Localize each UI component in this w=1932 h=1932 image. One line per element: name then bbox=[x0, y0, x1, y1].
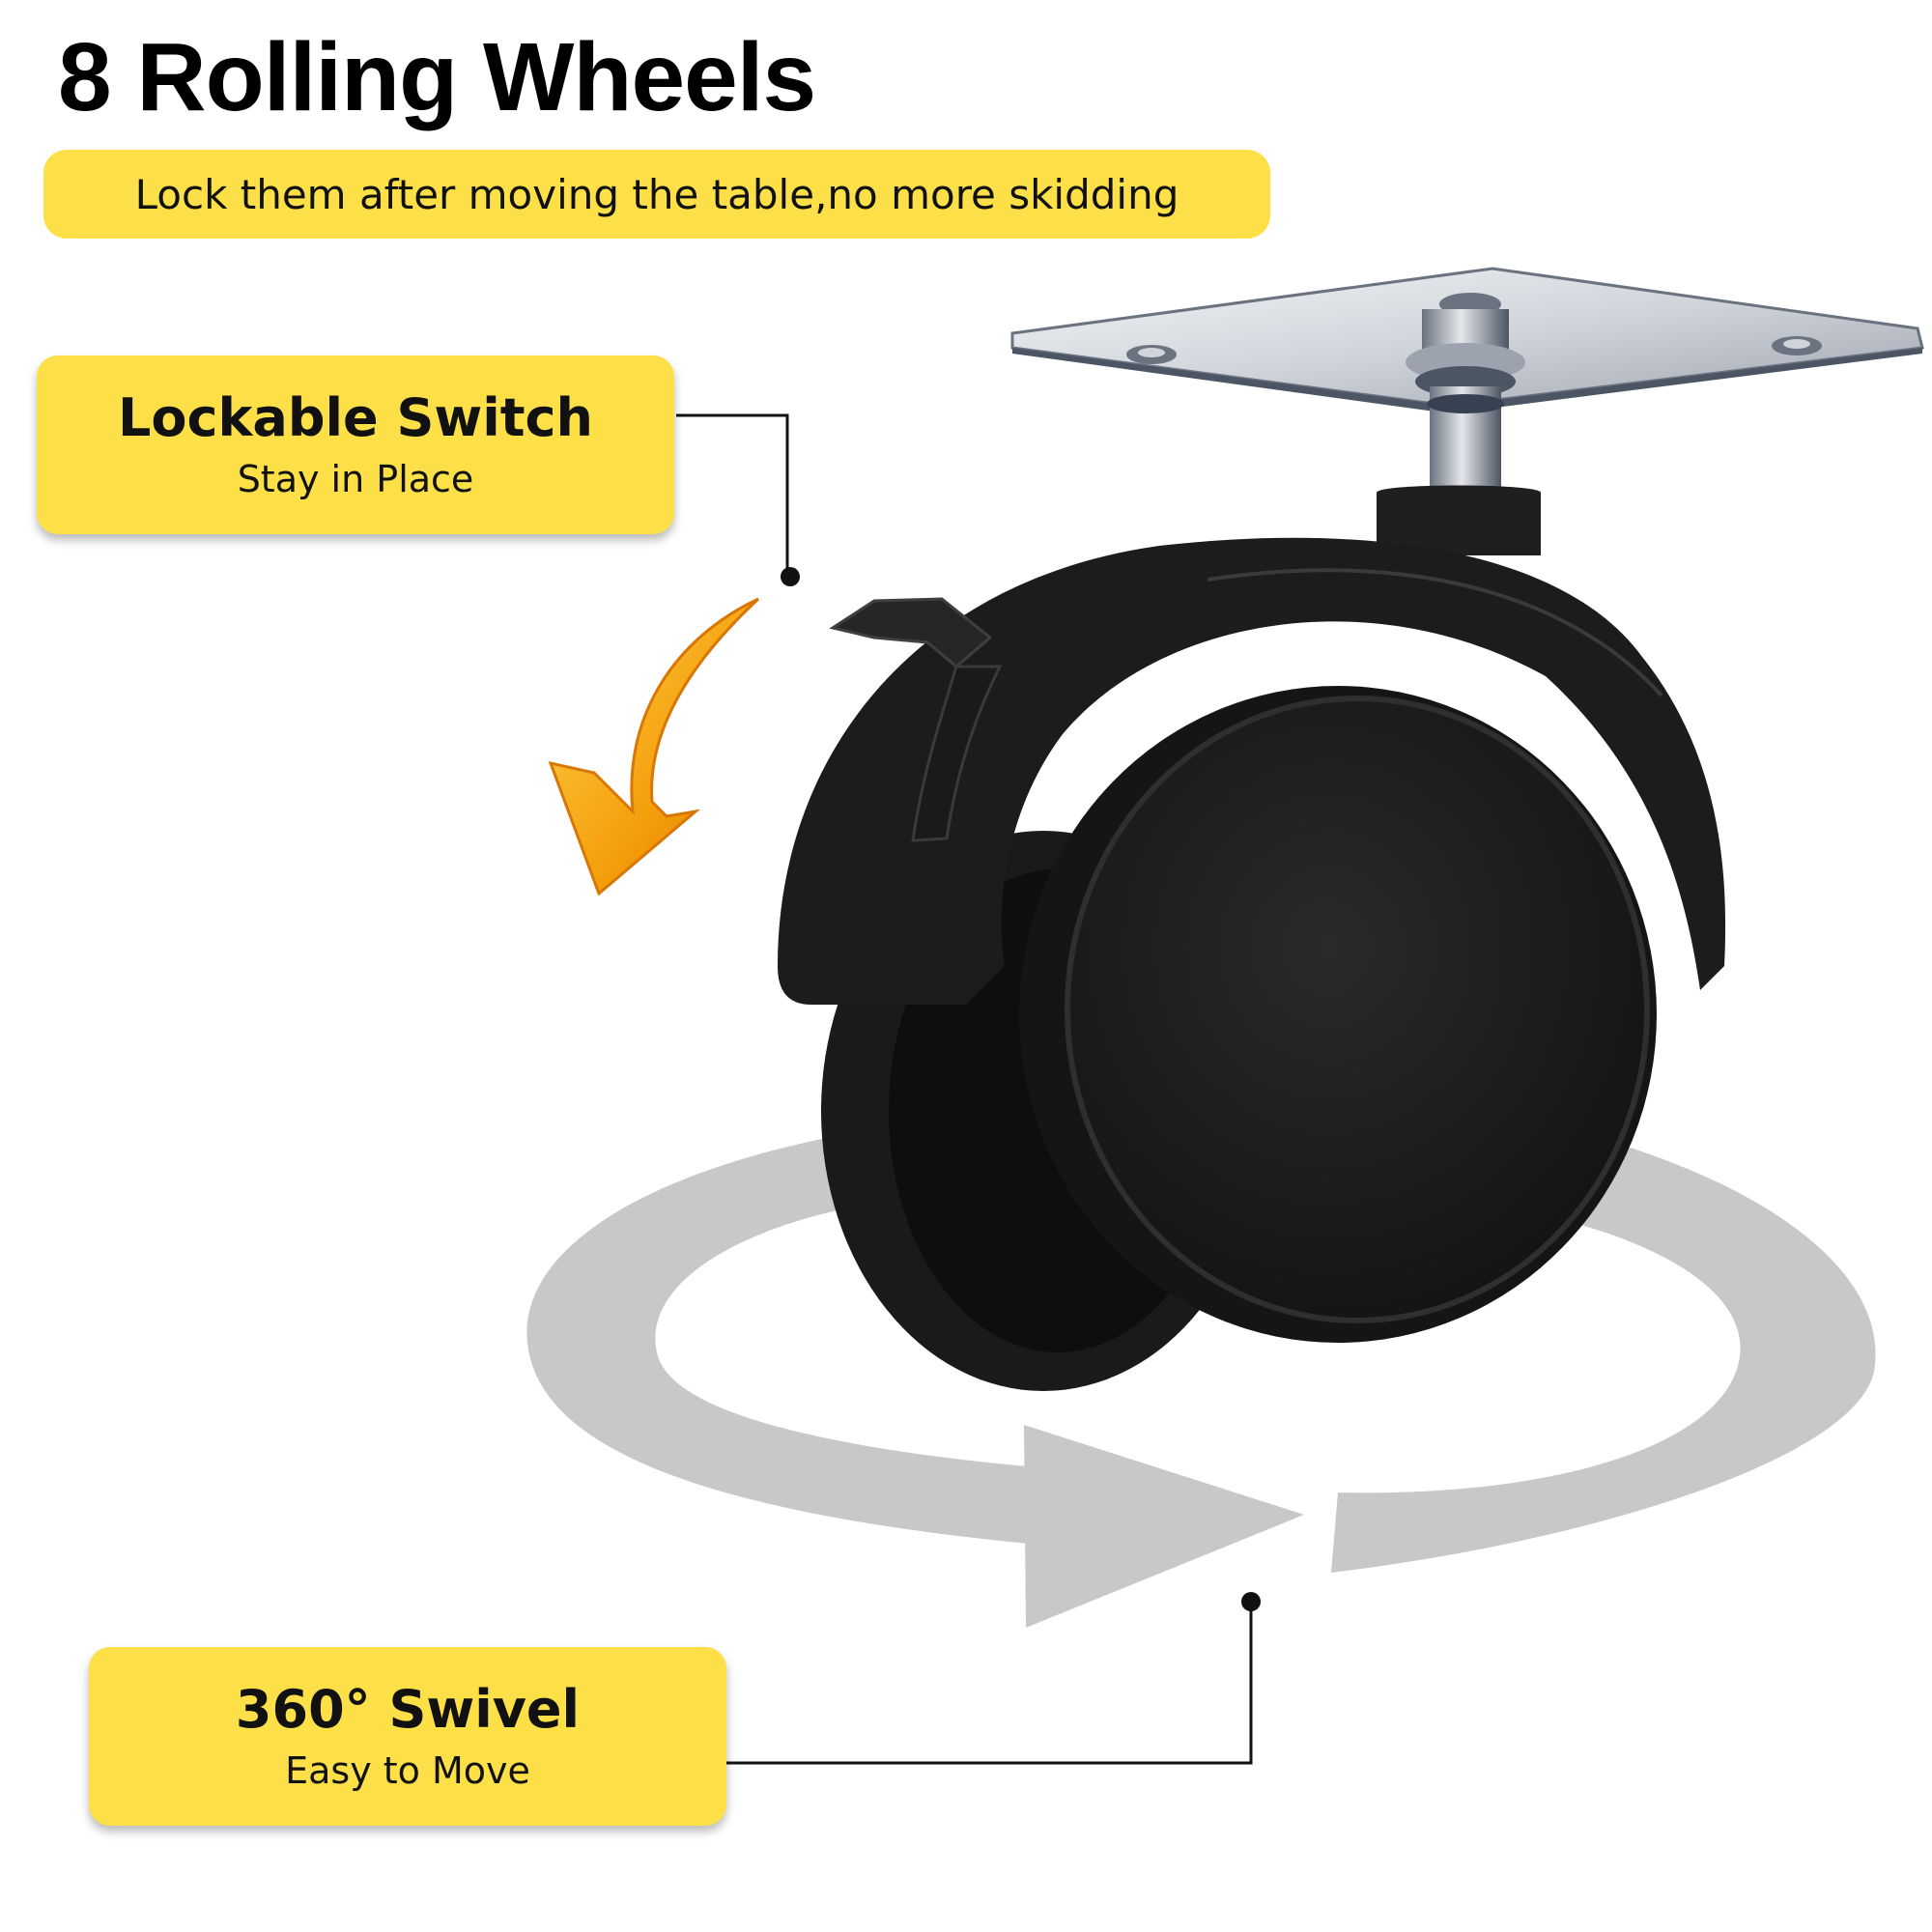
wheel-front bbox=[1019, 686, 1657, 1343]
swivel-subheading: Easy to Move bbox=[285, 1748, 530, 1792]
lock-callout-leader bbox=[676, 413, 800, 586]
swivel-callout: 360° Swivel Easy to Move bbox=[89, 1647, 726, 1826]
subtitle-banner: Lock them after moving the table,no more… bbox=[43, 150, 1270, 239]
lockable-switch-subheading: Stay in Place bbox=[237, 457, 474, 500]
lockable-switch-heading: Lockable Switch bbox=[117, 386, 593, 448]
circular-rotation-arrow-icon bbox=[526, 1121, 1876, 1628]
subtitle-text: Lock them after moving the table,no more… bbox=[134, 170, 1179, 218]
lock-lever bbox=[829, 597, 1003, 842]
page-title: 8 Rolling Wheels bbox=[58, 23, 816, 131]
wheel-housing bbox=[778, 537, 1726, 1005]
swivel-callout-leader bbox=[726, 1592, 1261, 1765]
caster-stem bbox=[1406, 309, 1525, 497]
lockable-switch-callout: Lockable Switch Stay in Place bbox=[37, 355, 674, 534]
curved-down-arrow-icon bbox=[548, 597, 760, 896]
swivel-heading: 360° Swivel bbox=[235, 1678, 581, 1740]
